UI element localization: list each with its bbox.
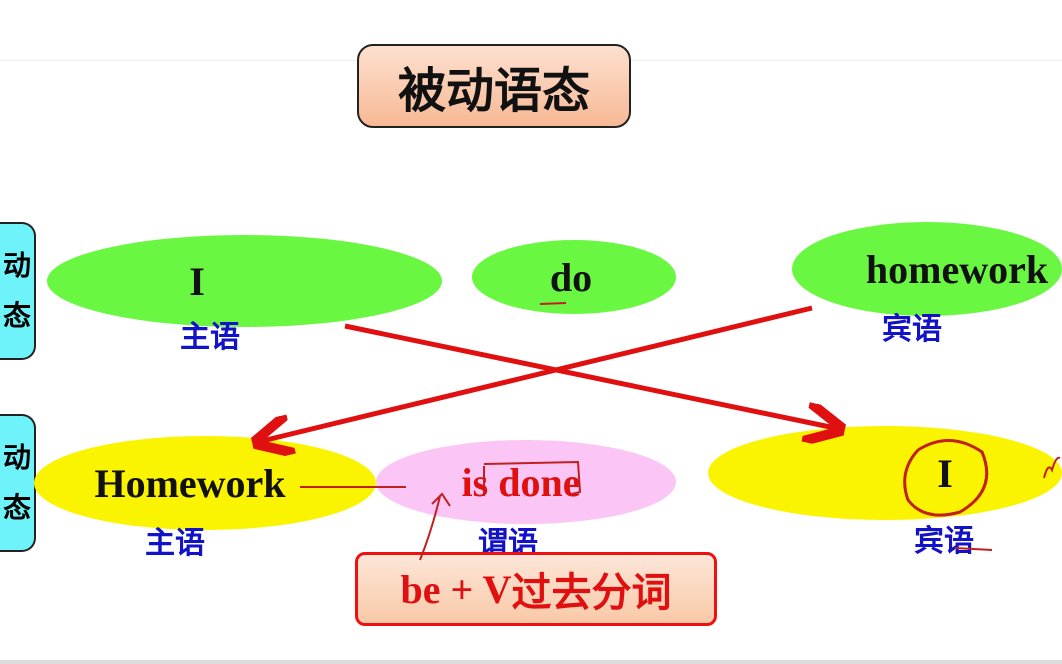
subject-label: 主语: [180, 320, 240, 355]
passive-object-text: I: [937, 450, 953, 496]
active-verb-text: do: [549, 254, 593, 300]
side-char: 动: [2, 441, 31, 474]
formula-prefix: be + V: [400, 566, 512, 612]
active-object: homework: [792, 222, 1062, 316]
active-verb: do: [472, 240, 676, 314]
active-subject-text: I: [189, 258, 205, 304]
page-title: 被动语态: [357, 44, 631, 128]
underline-mark: [539, 302, 567, 305]
stroke-mark: [1043, 456, 1061, 479]
side-char: 态: [2, 299, 31, 332]
arrow-object-to-subject: [262, 305, 813, 441]
passive-subject-text: Homework: [94, 460, 286, 506]
circle-mark: [903, 439, 989, 517]
side-char: 动: [2, 249, 31, 282]
object-label: 宾语: [914, 524, 974, 559]
passive-verb-text: is done: [461, 459, 581, 505]
subject-label: 主语: [145, 526, 205, 561]
passive-verb: is done: [376, 440, 676, 524]
object-label: 宾语: [882, 312, 942, 347]
passive-subject: Homework: [34, 436, 376, 530]
underline-mark: [954, 547, 993, 551]
pointer-mark: [419, 492, 451, 561]
passive-object: I: [708, 426, 1062, 520]
active-voice-label: 动 态: [0, 222, 36, 360]
active-object-text: homework: [865, 246, 1049, 292]
side-char: 态: [2, 491, 31, 524]
divider: [0, 660, 1062, 664]
formula-suffix: 过去分词: [511, 570, 672, 616]
bracket-mark: [483, 460, 582, 496]
arrow-subject-to-object: [344, 323, 835, 428]
active-subject: I: [47, 235, 442, 327]
